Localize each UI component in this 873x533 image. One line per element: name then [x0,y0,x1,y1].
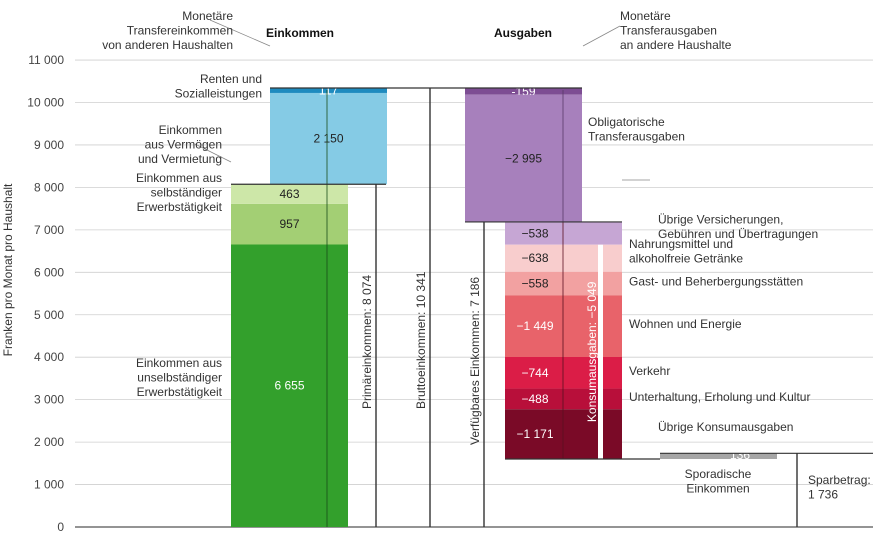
gross-income-total-label: Bruttoeinkommen: 10 341 [414,271,428,409]
consumption-value-label: −1 449 [516,319,553,333]
consumption-category-label: Verkehr [629,364,670,378]
income-value-label: 2 150 [313,132,343,146]
leader-line [582,25,621,47]
sporadic-bar [660,453,777,459]
consumption-bar [505,388,622,410]
y-tick-label: 10 000 [27,96,64,110]
y-tick-label: 3 000 [34,393,64,407]
transfer-bar [465,94,582,222]
income-bar [270,92,387,185]
income-value-label: 463 [279,187,299,201]
y-tick-label: 11 000 [28,53,64,67]
sporadic-value-label: 136 [730,448,750,462]
income-value-label: 117 [319,83,338,97]
consumption-bar [505,221,622,245]
y-tick-label: 4 000 [34,350,64,364]
transfer-value-label: −2 995 [505,151,542,165]
y-tick-label: 6 000 [34,265,64,279]
y-tick-label: 2 000 [34,435,64,449]
savings-label: Sparbetrag:1 736 [808,473,871,502]
y-tick-label: 0 [57,520,64,533]
consumption-value-label: −488 [521,392,548,406]
consumption-category-label: Gast- und Beherbergungsstätten [629,275,803,289]
primary-income-total-label: Primäreinkommen: 8 074 [360,275,374,409]
income-bar [231,184,348,204]
y-axis-ticks: 0 1 000 2 000 3 000 4 000 5 000 6 000 7 000 8 00… [27,53,64,533]
consumption-total-band [598,244,603,459]
income-bar [270,87,387,93]
income-bar [231,244,348,528]
consumption-value-label: −744 [521,366,548,380]
y-axis-label: Franken pro Monat pro Haushalt [1,183,15,356]
income-bar [231,203,348,245]
connector-lines [194,19,873,527]
expenses-header: Ausgaben [494,26,552,40]
y-tick-label: 8 000 [34,180,64,194]
consumption-value-label: −638 [521,251,548,265]
consumption-bar [505,271,622,296]
consumption-category-label: Übrige Konsumausgaben [658,420,793,434]
consumption-category-label: Unterhaltung, Erholung und Kultur [629,390,810,404]
income-header: Einkommen [266,26,334,40]
consumption-category-label: Wohnen und Energie [629,317,742,331]
y-tick-label: 9 000 [34,138,64,152]
consumption-total-label: Konsumausgaben: −5 049 [585,281,599,422]
y-tick-label: 5 000 [34,308,64,322]
consumption-value-label: −1 171 [516,427,553,441]
y-tick-label: 1 000 [34,478,64,492]
consumption-category-label: Übrige Versicherungen,Gebühren und Übert… [658,212,818,241]
transfer-bar [465,87,582,95]
consumption-value-label: −538 [521,226,548,240]
income-value-label: 6 655 [274,379,304,393]
leader-line [194,143,232,163]
y-tick-label: 7 000 [34,223,64,237]
income-value-label: 957 [279,217,299,231]
leader-line [209,19,271,47]
disposable-income-total-label: Verfügbares Einkommen: 7 186 [468,277,482,445]
consumption-value-label: −558 [521,277,548,291]
